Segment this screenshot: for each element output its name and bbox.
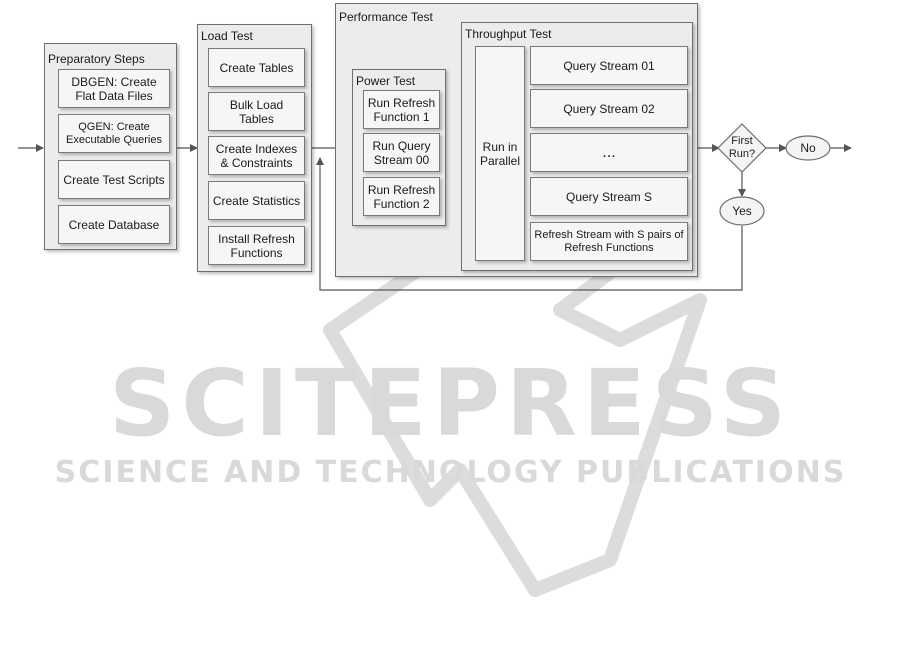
step-run-refresh-function-2: Run Refresh Function 2 xyxy=(363,177,440,216)
throughput-test-title: Throughput Test xyxy=(465,27,552,41)
loop-back-line xyxy=(316,157,743,291)
performance-test-title: Performance Test xyxy=(339,10,433,24)
query-stream-ellipsis: ... xyxy=(530,133,688,172)
refresh-stream: Refresh Stream with S pairs of Refresh F… xyxy=(530,222,688,261)
decision-diamond xyxy=(717,123,767,173)
step-create-tables: Create Tables xyxy=(208,48,305,87)
step-create-statistics: Create Statistics xyxy=(208,181,305,220)
step-create-database: Create Database xyxy=(58,205,170,244)
step-install-refresh-functions: Install Refresh Functions xyxy=(208,226,305,265)
preparatory-steps-title: Preparatory Steps xyxy=(48,52,145,66)
step-create-indexes: Create Indexes & Constraints xyxy=(208,136,305,175)
decision-label: First Run? xyxy=(728,135,756,160)
power-test-title: Power Test xyxy=(356,74,416,88)
watermark-brand: SCITEPRESS xyxy=(108,350,793,457)
query-stream-02: Query Stream 02 xyxy=(530,89,688,128)
step-qgen: QGEN: Create Executable Queries xyxy=(58,114,170,153)
run-in-parallel: Run in Parallel xyxy=(475,46,525,261)
load-test-title: Load Test xyxy=(201,29,253,43)
step-run-refresh-function-1: Run Refresh Function 1 xyxy=(363,90,440,129)
step-create-test-scripts: Create Test Scripts xyxy=(58,160,170,199)
watermark-tagline: SCIENCE AND TECHNOLOGY PUBLICATIONS xyxy=(54,455,847,490)
no-label: No xyxy=(800,140,816,155)
yes-label: Yes xyxy=(732,203,752,218)
query-stream-s: Query Stream S xyxy=(530,177,688,216)
query-stream-01: Query Stream 01 xyxy=(530,46,688,85)
step-dbgen: DBGEN: Create Flat Data Files xyxy=(58,69,170,108)
step-bulk-load-tables: Bulk Load Tables xyxy=(208,92,305,131)
no-terminal xyxy=(785,135,831,161)
step-run-query-stream-00: Run Query Stream 00 xyxy=(363,133,440,172)
yes-terminal xyxy=(719,196,765,226)
